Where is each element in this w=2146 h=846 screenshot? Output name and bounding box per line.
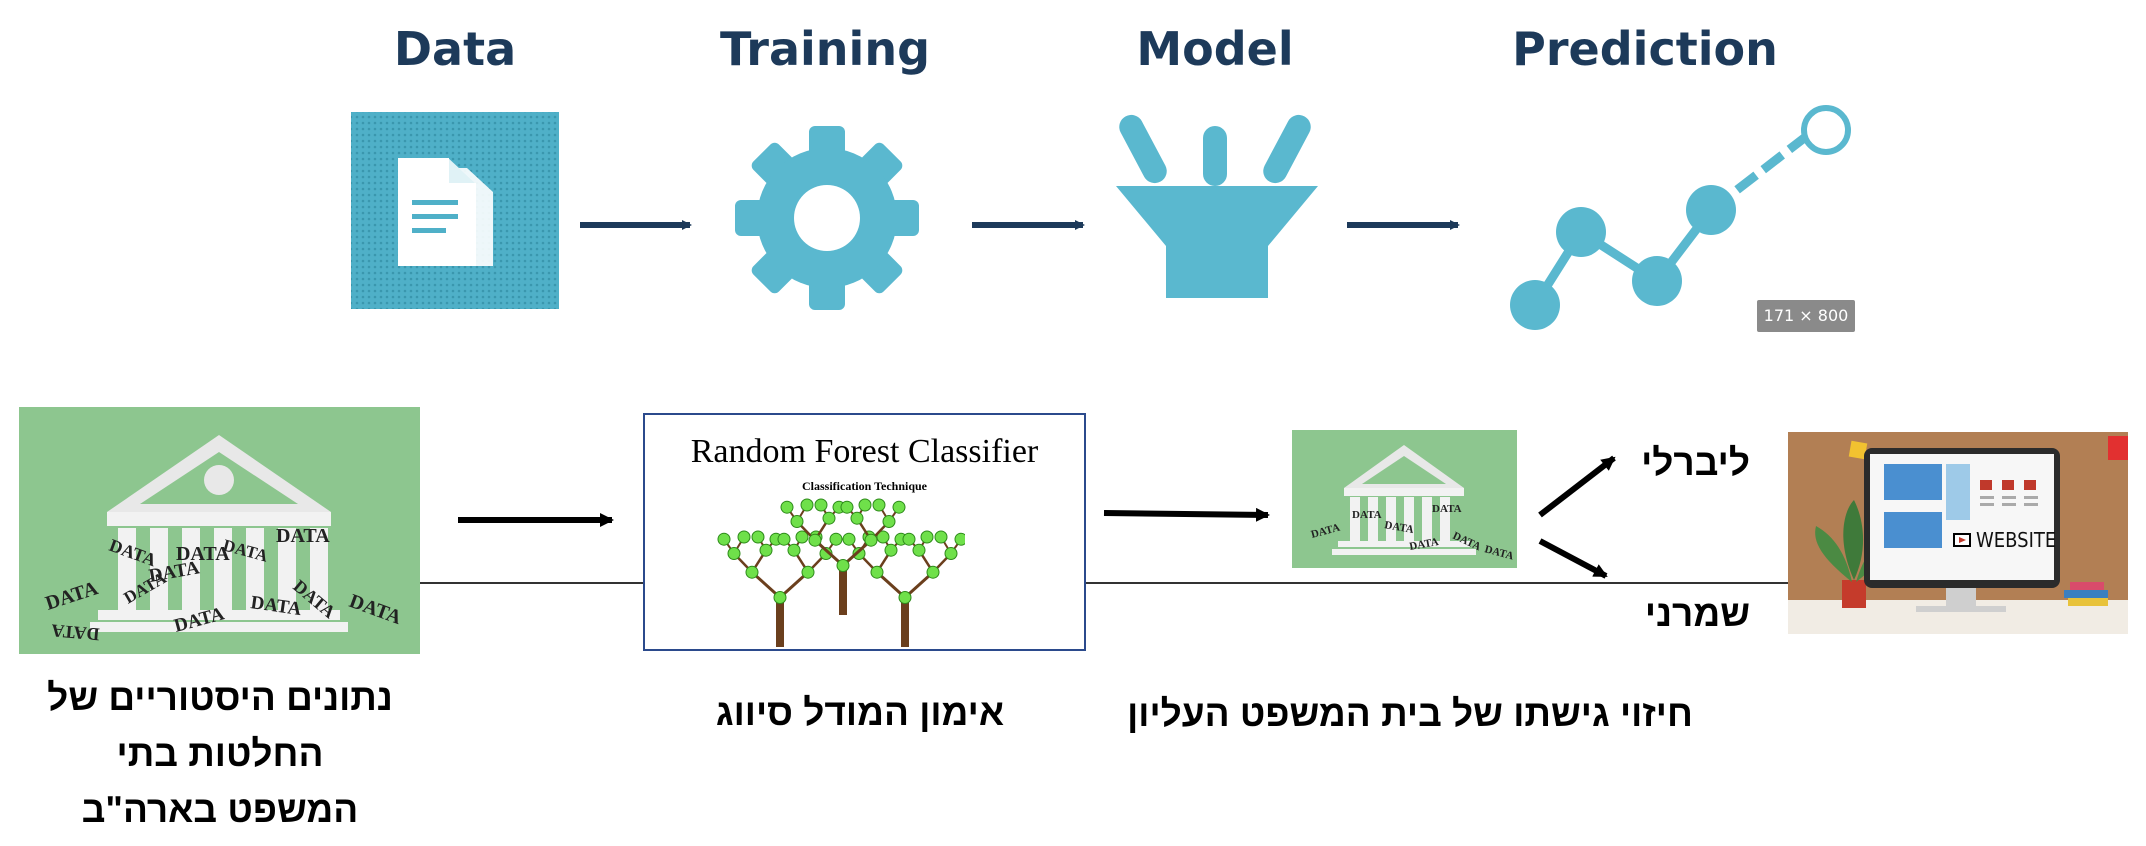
tree-node	[814, 498, 828, 512]
outcome-arrow-liberal	[1538, 455, 1616, 518]
rf-subtitle: Classification Technique	[801, 479, 928, 493]
tree-trunk	[901, 597, 909, 647]
data-word: DATA	[1408, 536, 1439, 553]
tree-node	[840, 500, 854, 514]
tree-node	[717, 532, 731, 546]
step-title-training: Training	[719, 22, 930, 76]
caption-line: החלטות בתי	[116, 733, 324, 774]
caption-prediction: חיזוי גישתו של בית המשפט העליון	[1127, 693, 1693, 734]
tree-ensemble-icon	[717, 498, 965, 647]
tree-node	[737, 530, 751, 544]
tree-node	[902, 532, 916, 546]
funnel-icon	[1116, 114, 1318, 298]
court-data-image-large: DATA DATA DATA DATA DATA DATA DATA DATA …	[19, 407, 420, 654]
tree-node	[829, 532, 843, 546]
pipeline-graphic	[351, 105, 1851, 330]
tree-node	[898, 591, 912, 604]
tree-node	[872, 498, 886, 512]
rf-title: Random Forest Classifier	[690, 433, 1039, 470]
court-data-image-small: DATA DATA DATA DATA DATA DATA DATA	[1292, 430, 1517, 568]
tree-node	[727, 547, 741, 560]
tree-node	[876, 530, 890, 544]
tree-node	[790, 515, 804, 528]
tree-node	[751, 530, 765, 544]
outcome-conservative: שמרני	[1644, 593, 1750, 634]
data-word: DATA	[51, 620, 101, 644]
step-title-model: Model	[1136, 22, 1294, 76]
tree-node	[892, 500, 906, 514]
tree-node	[882, 515, 896, 528]
website-photo: WEBSITE	[1788, 432, 2128, 634]
website-word: WEBSITE	[1976, 528, 2056, 552]
data-word: DATA	[176, 543, 230, 565]
flow-graphic: DATA DATA DATA DATA DATA DATA DATA DATA …	[19, 407, 2128, 654]
step-title-data: Data	[393, 22, 517, 76]
tree-trunk	[776, 597, 784, 647]
caption-line: המשפט בארה"ב	[81, 789, 359, 830]
outcome-liberal: ליברלי	[1641, 442, 1750, 483]
tree-node	[934, 530, 948, 544]
document-icon	[351, 112, 559, 309]
tree-node	[944, 547, 958, 560]
gear-icon	[735, 126, 919, 310]
mug-icon	[1842, 580, 1866, 608]
tree-node	[745, 565, 759, 579]
data-word: DATA	[1432, 503, 1462, 515]
random-forest-panel: Random Forest Classifier Classification …	[643, 413, 1086, 651]
tree-node	[787, 543, 801, 557]
image-size-tag: 171 × 800	[1757, 300, 1855, 332]
tree-node	[926, 565, 940, 579]
line-chart-icon	[1510, 105, 1851, 330]
tree-node	[842, 532, 856, 546]
tree-node	[920, 530, 934, 544]
outcome-arrow-conservative	[1538, 538, 1608, 579]
data-word: DATA	[276, 525, 330, 547]
tree-node	[808, 533, 822, 547]
tree-node	[777, 532, 791, 546]
tree-node	[858, 498, 872, 512]
data-word: DATA	[1352, 509, 1382, 521]
tree-node	[822, 511, 836, 525]
step-title-prediction: Prediction	[1512, 22, 1778, 76]
tree-node	[912, 543, 926, 557]
tree-node	[864, 533, 878, 547]
tree-node	[759, 543, 773, 557]
tree-node	[850, 511, 864, 525]
tree-node	[884, 543, 898, 557]
tree-node	[801, 565, 815, 579]
caption-historical-data: נתונים היסטוריים של החלטות בתי המשפט באר…	[10, 670, 430, 838]
tree-node	[773, 591, 787, 604]
tree-node	[800, 498, 814, 512]
tree-node	[819, 547, 833, 560]
tree-node	[836, 559, 850, 572]
tree-trunk	[839, 565, 847, 615]
tree-node	[870, 565, 884, 579]
tree-node	[795, 530, 809, 544]
tree-node	[954, 532, 965, 546]
caption-model-training: אימון המודל סיווג	[715, 692, 1005, 733]
caption-line: נתונים היסטוריים של	[47, 677, 393, 718]
tree-node	[852, 547, 866, 560]
tree-node	[780, 500, 794, 514]
data-word: DATA	[1383, 519, 1414, 536]
flow-arrow-2	[1103, 507, 1270, 522]
